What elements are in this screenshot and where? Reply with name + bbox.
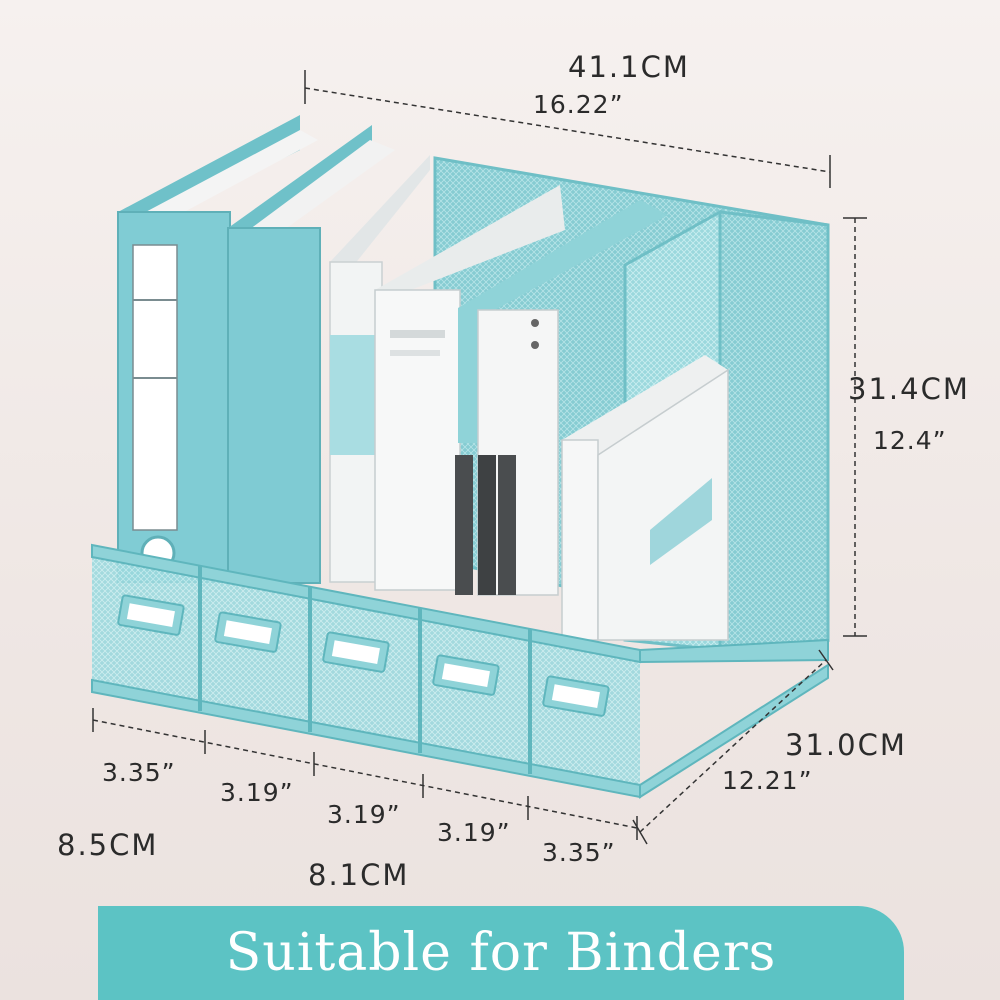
- depth-cm-label: 31.0CM: [785, 728, 907, 762]
- banner: Suitable for Binders: [98, 906, 904, 1000]
- slot-dimension-line: [92, 708, 638, 840]
- clip-folders: [455, 200, 668, 596]
- binder-second: [227, 125, 395, 584]
- depth-in-label: 12.21”: [722, 766, 813, 795]
- magazines: [561, 355, 729, 641]
- binder-left: [117, 115, 318, 583]
- label-holders: [117, 594, 610, 717]
- width-in-label: 16.22”: [533, 90, 624, 119]
- slot-2-in-label: 3.19”: [220, 778, 294, 807]
- label-holder: [432, 654, 500, 696]
- binder-white: [329, 155, 430, 583]
- banner-text: Suitable for Binders: [225, 923, 777, 983]
- label-holder: [322, 631, 390, 673]
- width-dimension-line: [304, 70, 831, 188]
- slot-4-in-label: 3.19”: [437, 818, 511, 847]
- inner-slot-cm-label: 8.1CM: [308, 858, 410, 892]
- label-holder: [117, 594, 185, 636]
- height-cm-label: 31.4CM: [848, 372, 970, 406]
- label-holder: [214, 611, 282, 653]
- height-dimension-line: [843, 217, 867, 637]
- document-stack: [374, 185, 565, 591]
- depth-dimension-line: [632, 649, 834, 845]
- height-in-label: 12.4”: [873, 426, 947, 455]
- label-holder: [542, 675, 610, 717]
- outer-slot-cm-label: 8.5CM: [57, 828, 159, 862]
- width-cm-label: 41.1CM: [568, 50, 690, 84]
- slot-5-in-label: 3.35”: [542, 838, 616, 867]
- slot-3-in-label: 3.19”: [327, 800, 401, 829]
- slot-1-in-label: 3.35”: [102, 758, 176, 787]
- dimension-lines: [92, 70, 867, 845]
